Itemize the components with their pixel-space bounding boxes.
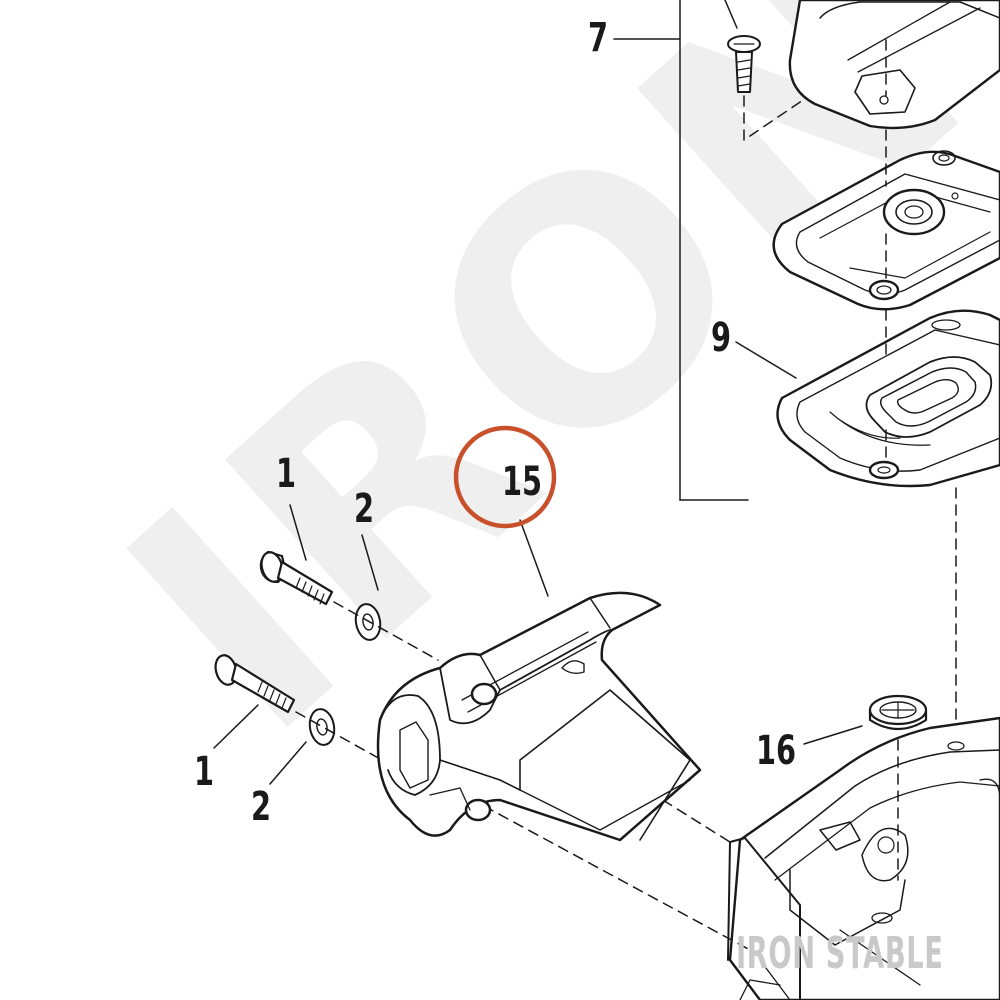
callout-1-lower: 1	[194, 749, 215, 795]
callout-15: 15	[502, 459, 543, 505]
reservoir-cover	[788, 0, 1000, 130]
group-bracket-7	[613, 0, 749, 501]
washer-upper	[354, 603, 382, 641]
callout-1-upper: 1	[276, 451, 297, 497]
screw-upper	[259, 550, 334, 606]
callout-9: 9	[711, 315, 732, 361]
callout-2-lower: 2	[251, 784, 272, 830]
diaphragm-plate	[772, 129, 1000, 311]
callout-7: 7	[588, 15, 609, 61]
master-cylinder-body	[727, 716, 1000, 1000]
sight-glass	[868, 694, 928, 881]
screw-lower	[214, 654, 296, 714]
brand-logo: IRON STABLE	[736, 928, 944, 979]
leader-lines	[213, 341, 863, 785]
callout-16: 16	[756, 728, 797, 774]
diaphragm-gasket	[776, 309, 1000, 741]
clamp-cover-part-15	[376, 591, 702, 842]
highlight-circle	[453, 425, 557, 529]
washer-lower	[308, 708, 336, 746]
callout-2-upper: 2	[354, 486, 375, 532]
